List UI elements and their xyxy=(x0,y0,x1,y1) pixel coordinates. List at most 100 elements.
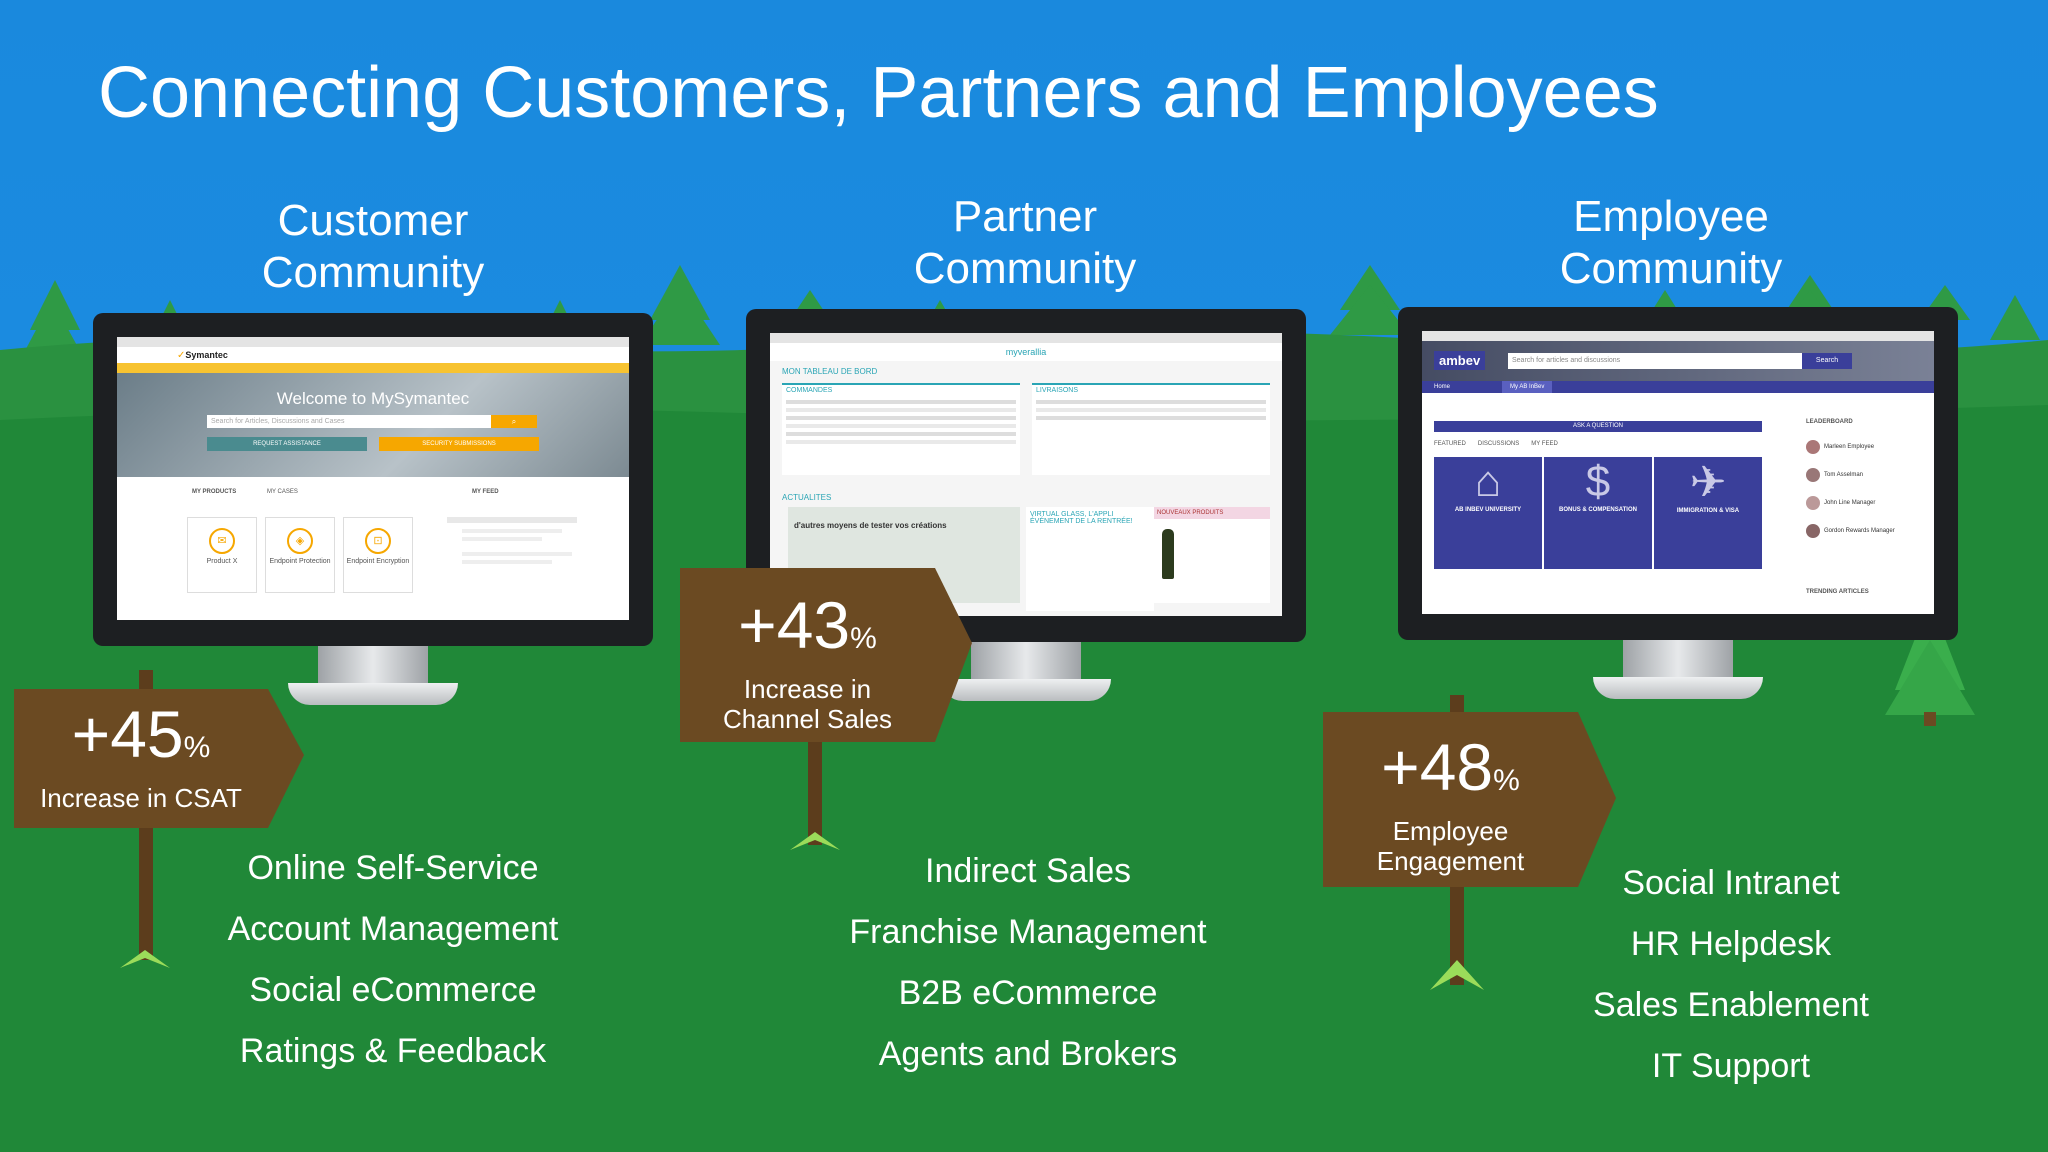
leader-name: John Line Manager xyxy=(1824,500,1876,506)
security-submissions-button[interactable]: SECURITY SUBMISSIONS xyxy=(379,437,539,451)
tab-my-cases[interactable]: MY CASES xyxy=(267,489,298,495)
leader-name: Tom Asselman xyxy=(1824,472,1864,478)
product-name: Endpoint Protection xyxy=(269,558,331,565)
welcome-heading: Welcome to MySymantec xyxy=(276,389,470,408)
stat-value: +45% xyxy=(71,697,211,771)
customer-community-title: Customer Community xyxy=(218,195,528,299)
list-item: HR Helpdesk xyxy=(1630,925,1832,963)
customer-use-cases: Online Self-Service Account Management S… xyxy=(193,838,593,1082)
stat-caption: Employee xyxy=(1392,816,1509,846)
list-item: Agents and Brokers xyxy=(878,1035,1178,1073)
search-button[interactable]: Search xyxy=(1802,353,1852,369)
slide-title: Connecting Customers, Partners and Emplo… xyxy=(98,53,1659,133)
nav-my-ab-inbev[interactable]: My AB InBev xyxy=(1502,381,1553,393)
stat-value: +48% xyxy=(1381,730,1520,804)
title-line: Community xyxy=(913,244,1137,293)
monitor-foot xyxy=(941,679,1111,701)
list-item: Indirect Sales xyxy=(925,852,1131,890)
product-card[interactable]: ✉ Product X xyxy=(187,517,257,593)
title-line: Community xyxy=(261,248,485,297)
list-item: Account Management xyxy=(227,910,559,948)
product-card[interactable]: ⊡ Endpoint Encryption xyxy=(343,517,413,593)
tab-my-products[interactable]: MY PRODUCTS xyxy=(192,489,237,495)
employee-community-title: Employee Community xyxy=(1516,191,1826,295)
new-products-title: NOUVEAUX PRODUITS xyxy=(1154,507,1270,519)
stat-caption: Increase in xyxy=(743,674,872,704)
leaderboard-heading: LEADERBOARD xyxy=(1806,419,1853,425)
list-item: Social Intranet xyxy=(1622,864,1840,902)
portal-search-input[interactable]: Search for Articles, Discussions and Cas… xyxy=(207,415,491,428)
list-item: IT Support xyxy=(1651,1047,1811,1085)
money-bag-icon: $ xyxy=(1585,457,1611,506)
channel-sales-sign: +43% Increase in Channel Sales xyxy=(680,568,935,742)
tile-bonus[interactable]: $ BONUS & COMPENSATION xyxy=(1544,457,1652,569)
brand-logo: myverallia xyxy=(770,343,1282,361)
avatar xyxy=(1806,524,1820,538)
tab-featured[interactable]: FEATURED xyxy=(1434,441,1466,447)
intranet-search-input[interactable]: Search for articles and discussions xyxy=(1508,353,1802,369)
sign-board xyxy=(14,689,304,828)
stat-caption: Increase in CSAT xyxy=(40,783,242,813)
shield-icon: ◈ xyxy=(287,528,313,554)
customer-portal-screen: ✓ Symantec Welcome to MySymantec Search … xyxy=(117,337,629,620)
csat-sign: +45% Increase in CSAT xyxy=(14,689,268,828)
ask-question-button[interactable]: ASK A QUESTION xyxy=(1434,421,1762,432)
avatar xyxy=(1806,468,1820,482)
news-heading: ACTUALITES xyxy=(782,493,832,502)
monitor-foot xyxy=(288,683,458,705)
monitor-foot xyxy=(1593,677,1763,699)
avatar xyxy=(1806,440,1820,454)
dashboard-heading: MON TABLEAU DE BORD xyxy=(782,367,878,376)
request-assistance-button[interactable]: REQUEST ASSISTANCE xyxy=(207,437,367,451)
list-item: B2B eCommerce xyxy=(898,974,1158,1012)
brand-logo: ambev xyxy=(1434,351,1486,370)
product-icon: ✉ xyxy=(209,528,235,554)
partner-community-title: Partner Community xyxy=(870,191,1180,295)
sign-board xyxy=(680,568,972,742)
employee-portal-screen: ambev Search for articles and discussion… xyxy=(1422,331,1934,614)
search-icon[interactable]: ⌕ xyxy=(491,415,537,428)
sign-board xyxy=(1323,712,1616,887)
bank-icon: ⌂ xyxy=(1474,457,1502,506)
employee-use-cases: Social Intranet HR Helpdesk Sales Enable… xyxy=(1531,853,1931,1097)
tab-my-feed[interactable]: MY FEED xyxy=(1531,441,1558,447)
list-item: Sales Enablement xyxy=(1593,986,1869,1024)
stat-value: +43% xyxy=(738,588,877,662)
bottle-image xyxy=(1162,529,1174,579)
product-name: Product X xyxy=(206,558,238,565)
employee-monitor: ambev Search for articles and discussion… xyxy=(1398,307,1958,707)
new-products-card[interactable]: NOUVEAUX PRODUITS xyxy=(1154,507,1270,603)
lock-icon: ⊡ xyxy=(365,528,391,554)
news-headline: d'autres moyens de tester vos créations xyxy=(794,521,947,530)
list-item: Ratings & Feedback xyxy=(239,1032,547,1070)
trending-heading: TRENDING ARTICLES xyxy=(1806,589,1869,595)
tile-university[interactable]: ⌂ AB INBEV UNIVERSITY xyxy=(1434,457,1542,569)
airplane-icon: ✈ xyxy=(1689,458,1727,507)
list-item: Online Self-Service xyxy=(247,849,539,887)
leaderboard-list: Marleen Employee Tom Asselman John Line … xyxy=(1806,433,1926,545)
leader-name: Marleen Employee xyxy=(1824,444,1875,450)
panel-title: COMMANDES xyxy=(786,387,833,394)
title-line: Employee xyxy=(1573,192,1769,241)
list-item: Social eCommerce xyxy=(249,971,537,1009)
orders-panel: COMMANDES xyxy=(782,383,1020,475)
leader-name: Gordon Rewards Manager xyxy=(1824,528,1895,534)
partner-use-cases: Indirect Sales Franchise Management B2B … xyxy=(828,841,1228,1085)
tab-my-feed[interactable]: MY FEED xyxy=(472,489,499,495)
deliveries-panel: LIVRAISONS xyxy=(1032,383,1270,475)
nav-home[interactable]: Home xyxy=(1434,384,1451,390)
panel-title: LIVRAISONS xyxy=(1036,387,1079,394)
stat-caption: Channel Sales xyxy=(722,704,893,734)
avatar xyxy=(1806,496,1820,510)
tile-immigration[interactable]: ✈ IMMIGRATION & VISA xyxy=(1654,457,1762,569)
customer-monitor: ✓ Symantec Welcome to MySymantec Search … xyxy=(93,313,653,713)
title-line: Community xyxy=(1559,244,1783,293)
brand-logo: Symantec xyxy=(185,350,228,360)
stat-caption: Engagement xyxy=(1376,846,1525,876)
list-item: Franchise Management xyxy=(849,913,1207,951)
tab-discussions[interactable]: DISCUSSIONS xyxy=(1477,441,1520,447)
title-line: Customer xyxy=(277,196,469,245)
product-card[interactable]: ◈ Endpoint Protection xyxy=(265,517,335,593)
engagement-sign: +48% Employee Engagement xyxy=(1323,712,1578,887)
